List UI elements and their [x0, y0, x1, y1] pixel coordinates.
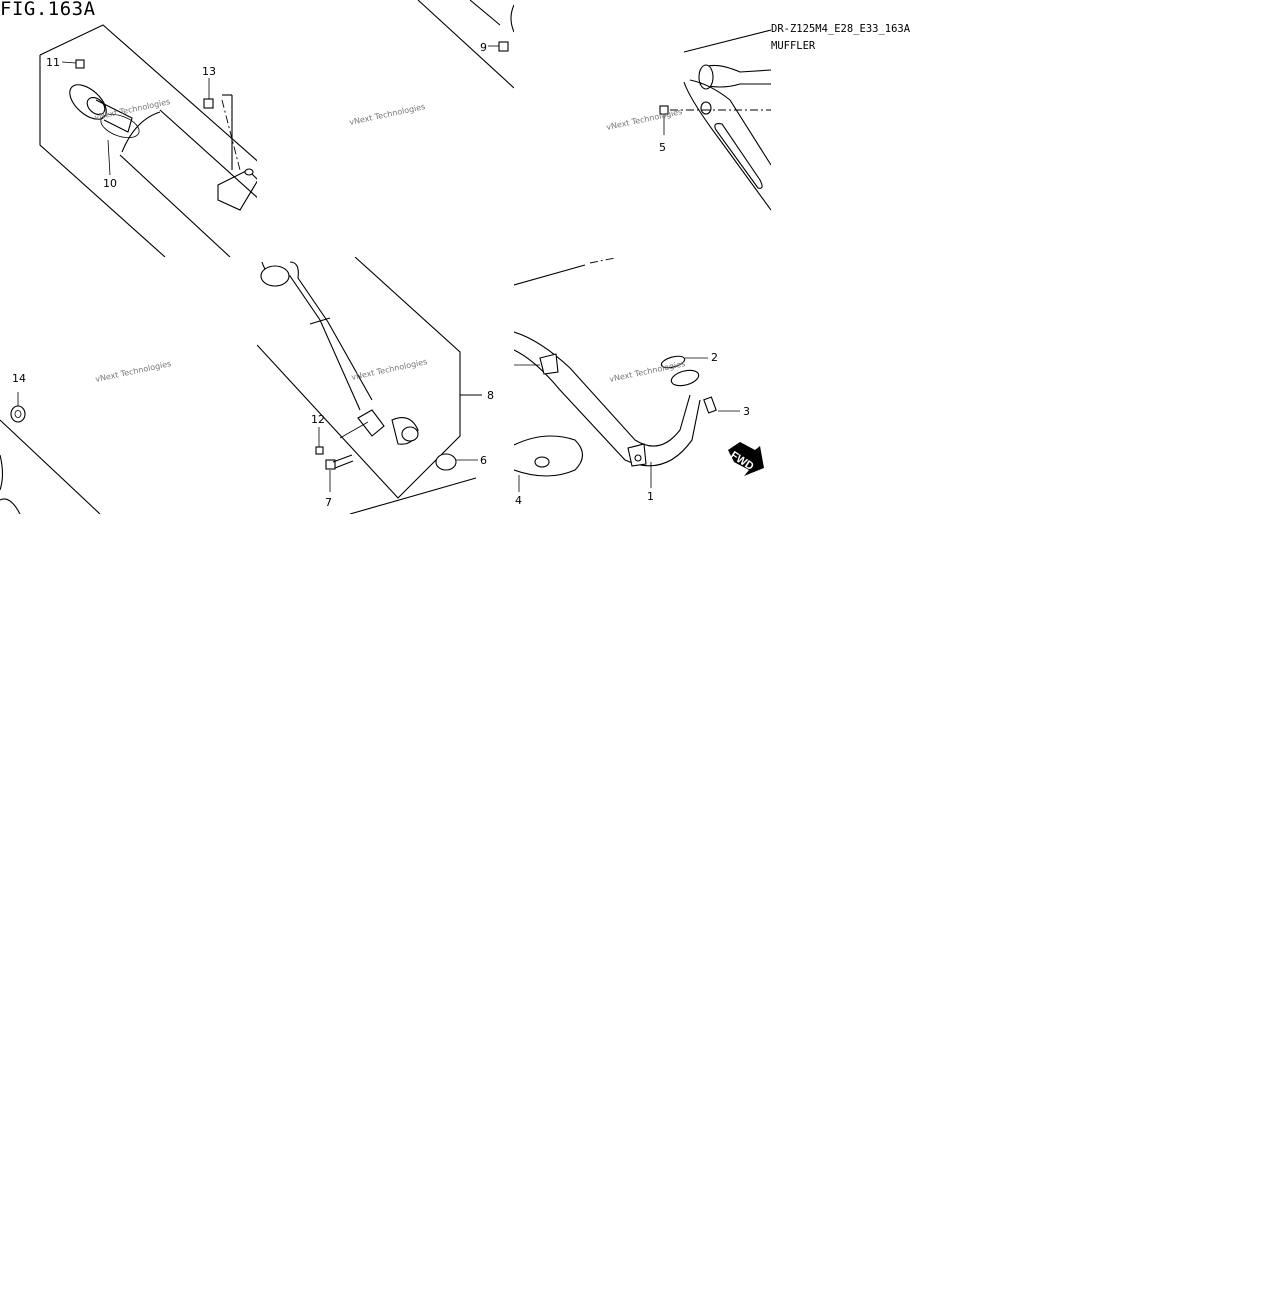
watermark: vNext Technologies [351, 357, 428, 382]
fwd-arrow-icon: FWD [728, 442, 764, 476]
panel-top-middle: 9 vNext Technologies [349, 0, 514, 127]
callout-8: 8 [487, 389, 494, 402]
panel-heat-shield: 5 vNext Technologies [606, 29, 771, 211]
callout-10: 10 [103, 177, 117, 190]
diagram-name: MUFFLER [771, 40, 816, 52]
panel-exhaust-pipe: FWD 2 3 1 4 vNext Technologies [514, 257, 764, 507]
callout-9: 9 [480, 41, 487, 54]
callout-6: 6 [480, 454, 487, 467]
figure-title: FIG.163A [0, 0, 96, 20]
watermark: vNext Technologies [95, 359, 172, 384]
callout-3: 3 [743, 405, 750, 418]
callout-1: 1 [647, 490, 654, 503]
watermark: vNext Technologies [349, 102, 426, 127]
panel-mount: 8 6 12 7 vNext Technologies [257, 257, 494, 514]
callout-2: 2 [711, 351, 718, 364]
model-code: DR-Z125M4_E28_E33_163A [771, 23, 911, 35]
callout-13: 13 [202, 65, 216, 78]
callout-11: 11 [46, 56, 60, 69]
callout-4: 4 [515, 494, 522, 507]
watermark: vNext Technologies [606, 107, 683, 132]
callout-14: 14 [12, 372, 26, 385]
panel-washer: 14 vNext Technologies [0, 359, 172, 514]
callout-7: 7 [325, 496, 332, 509]
callout-12: 12 [311, 413, 325, 426]
callout-5: 5 [659, 141, 666, 154]
panel-muffler-end: 11 13 10 vNext Technologies [39, 24, 257, 257]
